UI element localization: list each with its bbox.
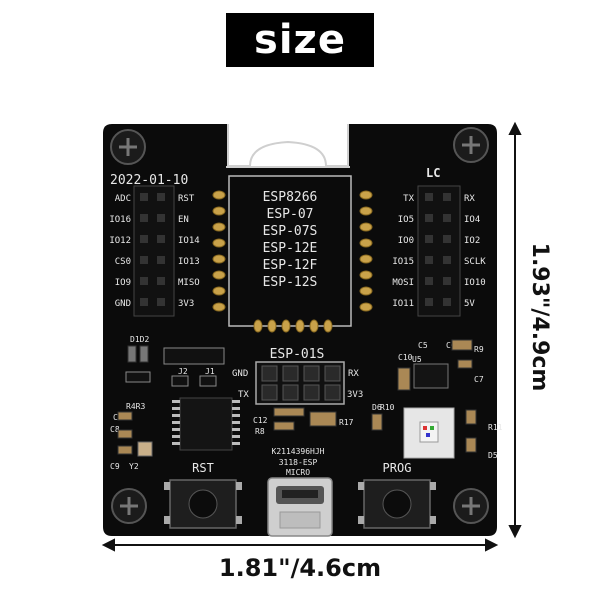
rst-label: RST bbox=[192, 461, 214, 475]
right-inner-label-4: MOSI bbox=[392, 278, 414, 288]
module-name-3: ESP-12E bbox=[263, 241, 318, 256]
usb-serial-ic bbox=[172, 397, 240, 451]
label-r4r3: R4R3 bbox=[126, 402, 145, 411]
left-outer-label-5: GND bbox=[115, 299, 131, 309]
label-c8: C8 bbox=[110, 425, 120, 434]
left-outer-label-0: ADC bbox=[115, 194, 131, 204]
right-outer-label-3: SCLK bbox=[464, 257, 486, 267]
board-date: 2022-01-10 bbox=[110, 173, 188, 188]
small-smd-parts-left bbox=[117, 345, 337, 457]
module-name-0: ESP8266 bbox=[263, 190, 318, 205]
pogo-pins-right bbox=[359, 190, 373, 312]
board-logo: LC bbox=[426, 166, 440, 180]
right-outer-label-2: IO2 bbox=[464, 236, 480, 246]
module-name-4: ESP-12F bbox=[263, 258, 318, 273]
dimension-horizontal-arrow bbox=[101, 538, 499, 552]
left-outer-label-2: IO12 bbox=[109, 236, 131, 246]
label-c6: C6 bbox=[446, 341, 456, 350]
label-r11: R11 bbox=[488, 423, 503, 432]
prog-label: PROG bbox=[383, 461, 412, 475]
right-inner-label-1: IO5 bbox=[398, 215, 414, 225]
label-c12: C12 bbox=[253, 416, 268, 425]
module-name-1: ESP-07 bbox=[267, 207, 314, 222]
left-outer-label-1: IO16 bbox=[109, 215, 131, 225]
label-c9: C9 bbox=[110, 462, 120, 471]
right-outer-label-4: IO10 bbox=[464, 278, 486, 288]
dimension-vertical-arrow bbox=[508, 121, 522, 539]
height-dimension-label: 1.93"/4.9cm bbox=[527, 242, 552, 392]
esp01s-tx: TX bbox=[238, 390, 249, 400]
label-c7: C7 bbox=[474, 375, 484, 384]
screw-bottom-left-icon bbox=[111, 488, 147, 524]
screw-top-right-icon bbox=[453, 127, 489, 163]
micro-label: MICRO bbox=[286, 468, 310, 477]
left-inner-label-5: 3V3 bbox=[178, 299, 194, 309]
label-j2: J2 bbox=[178, 367, 188, 376]
left-inner-label-1: EN bbox=[178, 215, 189, 225]
label-j1: J1 bbox=[205, 367, 215, 376]
label-c5: C5 bbox=[418, 341, 428, 350]
esp01s-label: ESP-01S bbox=[270, 347, 325, 362]
label-u5: U5 bbox=[412, 355, 422, 364]
right-outer-label-1: IO4 bbox=[464, 215, 480, 225]
left-pin-header bbox=[133, 185, 175, 317]
label-r17: R17 bbox=[339, 418, 354, 427]
label-d6: D6 bbox=[372, 403, 382, 412]
pogo-pins-left bbox=[212, 190, 226, 312]
label-r10: R10 bbox=[380, 403, 395, 412]
label-r8: R8 bbox=[255, 427, 265, 436]
label-d5: D5 bbox=[488, 451, 498, 460]
smd-parts-right bbox=[371, 339, 477, 453]
module-name-5: ESP-12S bbox=[263, 275, 318, 290]
module-name-2: ESP-07S bbox=[263, 224, 318, 239]
led-module bbox=[403, 407, 455, 459]
rst-button bbox=[164, 479, 242, 529]
right-outer-label-0: RX bbox=[464, 194, 475, 204]
micro-usb-port bbox=[267, 477, 333, 537]
left-inner-label-4: MISO bbox=[178, 278, 200, 288]
label-y2: Y2 bbox=[129, 462, 139, 471]
screw-top-left-icon bbox=[110, 129, 146, 165]
pogo-pins-bottom bbox=[253, 319, 333, 333]
esp01s-gnd: GND bbox=[232, 369, 248, 379]
right-outer-label-5: 5V bbox=[464, 299, 475, 309]
right-inner-label-2: IO0 bbox=[398, 236, 414, 246]
right-inner-label-0: TX bbox=[403, 194, 414, 204]
prog-button bbox=[358, 479, 436, 529]
esp01s-rx: RX bbox=[348, 369, 359, 379]
left-inner-label-2: IO14 bbox=[178, 236, 200, 246]
left-inner-label-3: IO13 bbox=[178, 257, 200, 267]
width-dimension-label: 1.81"/4.6cm bbox=[218, 554, 382, 582]
serial-line-2: 3118-ESP bbox=[279, 458, 318, 467]
left-inner-label-0: RST bbox=[178, 194, 195, 204]
label-r9: R9 bbox=[474, 345, 484, 354]
serial-line-1: K2114396HJH bbox=[272, 447, 325, 456]
right-inner-label-3: IO15 bbox=[392, 257, 414, 267]
left-outer-label-3: CS0 bbox=[115, 257, 131, 267]
right-pin-header bbox=[417, 185, 461, 317]
right-inner-label-5: IO11 bbox=[392, 299, 414, 309]
label-c10: C10 bbox=[398, 353, 413, 362]
screw-bottom-right-icon bbox=[453, 488, 489, 524]
size-badge: size bbox=[226, 13, 374, 67]
esp01s-3v3: 3V3 bbox=[347, 390, 363, 400]
left-outer-label-4: IO9 bbox=[115, 278, 131, 288]
label-d1d2: D1D2 bbox=[130, 335, 149, 344]
